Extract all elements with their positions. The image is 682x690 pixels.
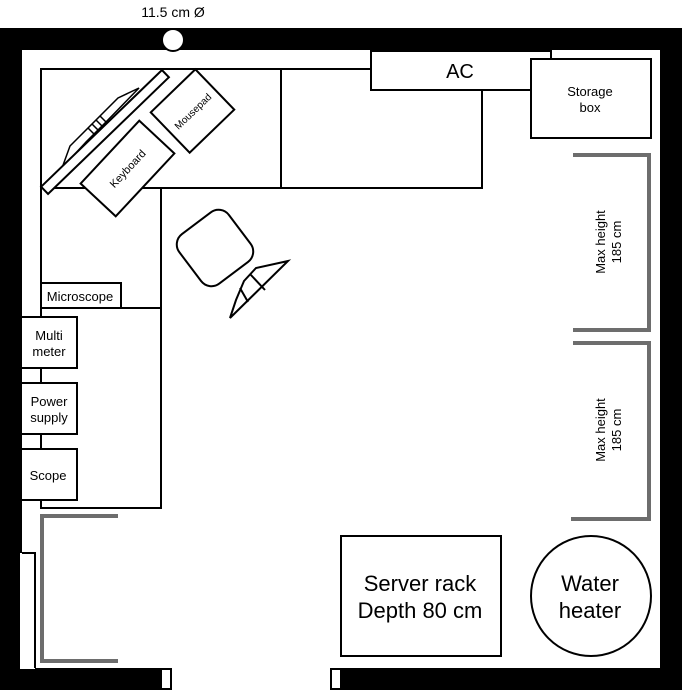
svg-text:185 cm: 185 cm bbox=[609, 409, 624, 452]
pipe-label: 11.5 cm Ø bbox=[141, 4, 205, 20]
svg-text:AC: AC bbox=[446, 61, 474, 83]
svg-text:Multi: Multi bbox=[35, 328, 63, 343]
chair-icon bbox=[175, 208, 292, 319]
mousepad: Mousepad bbox=[149, 67, 236, 155]
svg-text:Max height: Max height bbox=[593, 210, 608, 274]
wall-bottom-left bbox=[0, 668, 172, 690]
shelf-bottom: Max height 185 cm bbox=[571, 341, 651, 521]
monitor-icon bbox=[39, 68, 171, 196]
svg-text:Storage: Storage bbox=[567, 84, 613, 99]
ac-unit: AC bbox=[370, 50, 552, 91]
wall-top bbox=[0, 28, 682, 50]
door-jamb-right bbox=[330, 668, 342, 690]
svg-text:Server rack: Server rack bbox=[364, 571, 477, 596]
svg-text:Power: Power bbox=[31, 394, 69, 409]
window-left bbox=[20, 553, 35, 669]
shelf-left bbox=[40, 514, 118, 663]
svg-text:Depth 80 cm: Depth 80 cm bbox=[358, 598, 483, 623]
svg-text:Scope: Scope bbox=[30, 468, 67, 483]
water-heater: Water heater bbox=[530, 535, 652, 657]
svg-text:box: box bbox=[580, 100, 601, 115]
storage-box: Storage box bbox=[530, 58, 652, 139]
svg-text:supply: supply bbox=[30, 410, 68, 425]
power-supply: Power supply bbox=[20, 382, 78, 435]
svg-text:Max height: Max height bbox=[593, 398, 608, 462]
door-jamb-left bbox=[160, 668, 172, 690]
svg-text:Water: Water bbox=[561, 571, 619, 596]
wall-left bbox=[0, 28, 22, 690]
svg-text:185 cm: 185 cm bbox=[609, 221, 624, 264]
microscope: Microscope bbox=[40, 282, 122, 309]
svg-text:Microscope: Microscope bbox=[47, 289, 113, 304]
scope: Scope bbox=[20, 448, 78, 501]
svg-text:heater: heater bbox=[559, 598, 621, 623]
shelf-top: Max height 185 cm bbox=[573, 153, 651, 332]
svg-text:meter: meter bbox=[32, 344, 66, 359]
multimeter: Multi meter bbox=[20, 316, 78, 369]
wall-bottom-right bbox=[330, 668, 682, 690]
wall-right bbox=[660, 28, 682, 690]
server-rack: Server rack Depth 80 cm bbox=[340, 535, 502, 657]
keyboard: Keyboard bbox=[79, 119, 176, 218]
pipe-icon bbox=[161, 28, 185, 52]
